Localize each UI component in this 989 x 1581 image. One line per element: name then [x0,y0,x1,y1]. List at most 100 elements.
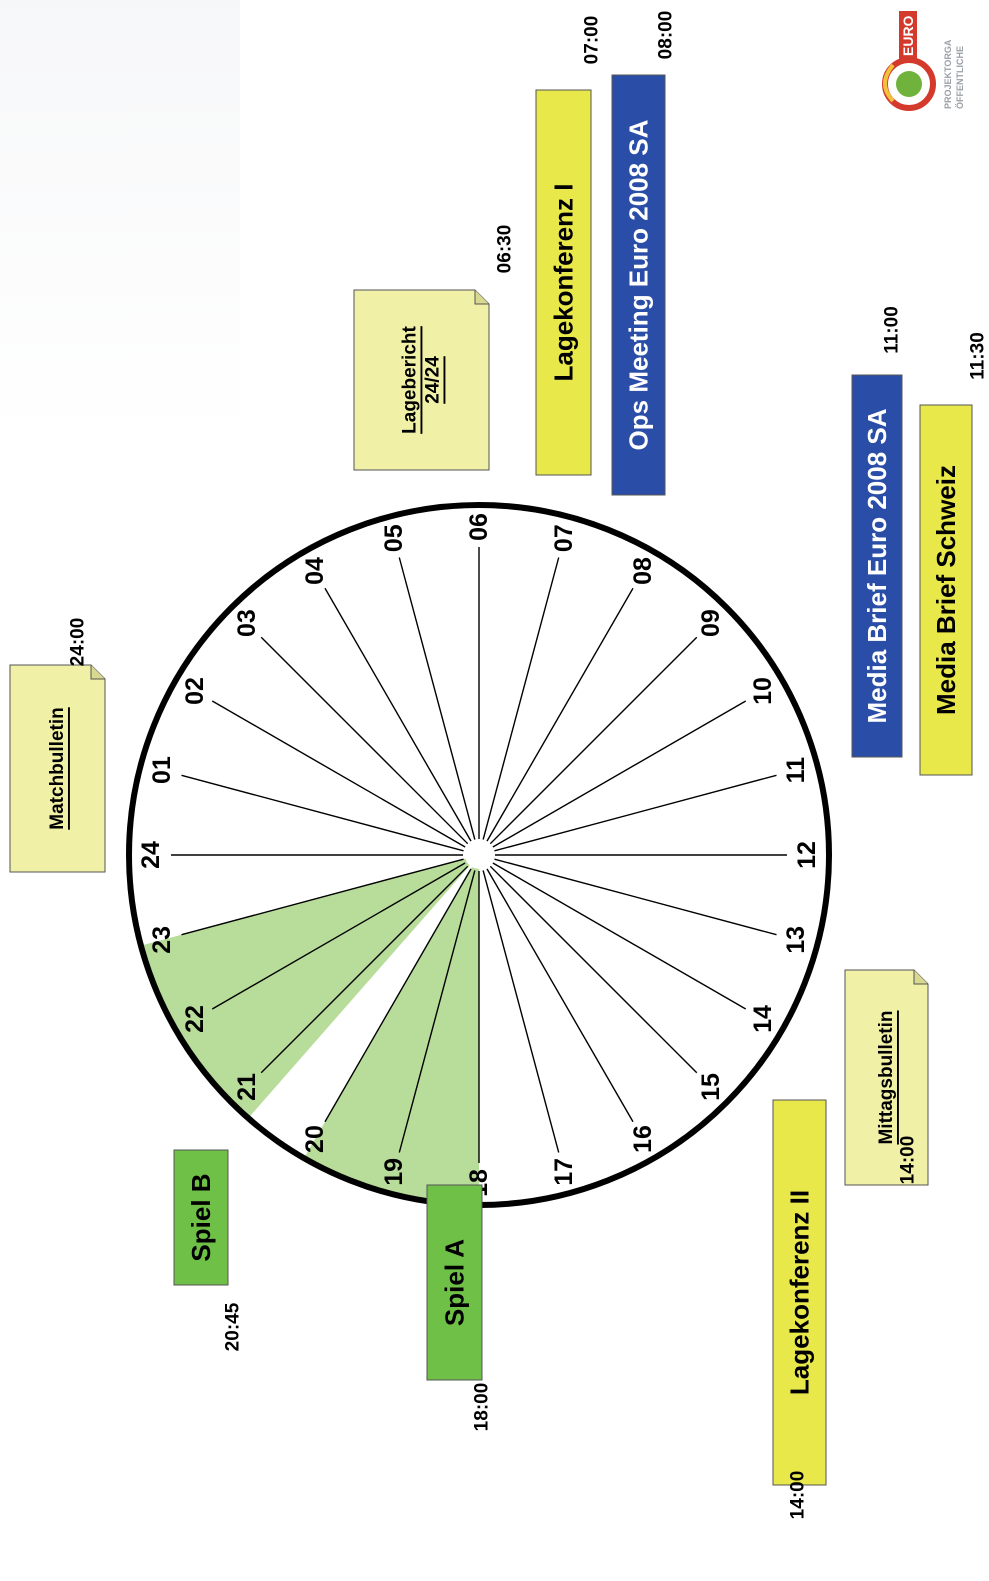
hour-label-05: 05 [380,524,408,552]
background-shade [0,0,240,440]
hour-label-13: 13 [782,926,810,954]
hour-label-20: 20 [301,1125,329,1153]
hour-label-17: 17 [550,1158,578,1186]
spoke-16 [486,868,634,1123]
event-box-spiel-a [426,1184,483,1381]
hour-label-10: 10 [749,677,777,705]
event-ops-meeting: Ops Meeting Euro 2008 SA 08:00 [611,11,677,496]
spoke-07 [482,557,560,840]
logo-caption-1: PROJEKTORGA [943,39,953,109]
spoke-04 [324,587,472,842]
spoke-15 [489,865,698,1074]
event-time-ops-meeting: 08:00 [656,11,677,60]
event-box-media-brief-schweiz [919,404,973,776]
spoke-11 [494,774,777,852]
spoke-03 [260,636,469,845]
event-label-spiel-b: Spiel B [186,1173,216,1261]
hour-label-04: 04 [301,557,329,585]
event-lagekonferenz-2: Lagekonferenz II 14:00 [772,1099,827,1520]
spoke-14 [492,862,747,1010]
hour-spokes [171,547,787,1163]
note-fold [474,290,489,305]
spoke-09 [489,636,698,845]
event-box-lagekonferenz-2 [772,1099,827,1486]
hour-label-21: 21 [233,1073,261,1101]
event-media-brief-euro: Media Brief Euro 2008 SA 11:00 [851,306,903,758]
spoke-02 [211,700,466,848]
spoke-20 [324,868,472,1123]
spoke-19 [398,870,476,1153]
event-time-spiel-a: 18:00 [472,1383,493,1432]
event-box-lagekonferenz-1 [535,89,592,476]
hour-label-09: 09 [697,609,725,637]
hour-label-14: 14 [749,1005,777,1033]
event-media-brief-schweiz: Media Brief Schweiz 11:30 [919,332,989,776]
euro-2008-logo: EURO PROJEKTORGA ÖFFENTLICHE [840,0,989,130]
logo-wordmark: EURO [900,15,916,56]
event-box-media-brief-euro [851,374,903,758]
event-box-lagebericht [353,289,490,471]
clock-hub [465,841,493,869]
hour-label-15: 15 [697,1073,725,1101]
note-fold [90,665,105,680]
event-lagekonferenz-1: Lagekonferenz I 07:00 [535,16,603,476]
hour-label-22: 22 [181,1005,209,1033]
hour-label-08: 08 [629,557,657,585]
hour-label-02: 02 [181,677,209,705]
hour-label-01: 01 [148,756,176,784]
hour-label-06: 06 [465,513,493,541]
logo-caption-2: ÖFFENTLICHE [955,46,965,109]
event-box-matchbulletin [9,664,106,873]
hour-label-23: 23 [148,926,176,954]
event-label-lagekonferenz-1: Lagekonferenz I [549,184,579,382]
spoke-13 [494,858,777,936]
spoke-21 [260,865,469,1074]
event-time-media-brief-euro: 11:00 [882,306,903,354]
spoke-05 [398,557,476,840]
spoke-08 [486,587,634,842]
event-box-ops-meeting [611,74,666,496]
event-label-lagekonferenz-2: Lagekonferenz II [785,1190,815,1395]
hour-label-19: 19 [380,1158,408,1186]
event-label-media-brief-schweiz: Media Brief Schweiz [931,465,961,715]
hour-label-11: 11 [782,757,810,784]
event-box-spiel-b [173,1149,229,1286]
spoke-22 [211,862,466,1010]
event-label-media-brief-euro: Media Brief Euro 2008 SA [862,408,892,723]
event-label-ops-meeting: Ops Meeting Euro 2008 SA [624,119,654,450]
event-time-lagekonferenz-2: 14:00 [788,1471,809,1520]
spoke-10 [492,700,747,848]
spoke-17 [482,870,560,1153]
spoke-01 [181,774,464,852]
hour-label-12: 12 [793,841,821,869]
hour-label-07: 07 [550,524,578,552]
event-label-matchbulletin: Matchbulletin [47,707,68,829]
event-time-matchbulletin: 24:00 [68,618,89,667]
shaded-sectors [140,855,479,1205]
event-time-media-brief-schweiz: 11:30 [968,332,989,380]
event-time-lagekonferenz-1: 07:00 [582,16,603,65]
hour-label-03: 03 [233,609,261,637]
event-time-mittagsbulletin: 14:00 [898,1136,919,1185]
spiel-a-sector [304,855,479,1205]
spoke-23 [181,858,464,936]
note-fold [913,970,928,985]
event-matchbulletin: Matchbulletin 24:00 [9,618,106,873]
event-box-mittagsbulletin [844,969,929,1186]
event-label-spiel-a: Spiel A [440,1239,470,1326]
event-label-lagebericht: 24/24 [423,356,444,404]
event-spiel-a: Spiel A 18:00 [426,1184,493,1432]
event-label-mittagsbulletin: Mittagsbulletin [876,1010,897,1144]
hour-label-16: 16 [629,1125,657,1153]
event-spiel-b: Spiel B 20:45 [173,1149,244,1351]
spiel-b-sector [140,855,479,1119]
hour-label-24: 24 [137,841,165,869]
event-time-spiel-b: 20:45 [223,1302,244,1351]
event-label-lagebericht: Lagebericht [400,325,421,433]
event-time-lagebericht: 06:30 [495,225,516,274]
